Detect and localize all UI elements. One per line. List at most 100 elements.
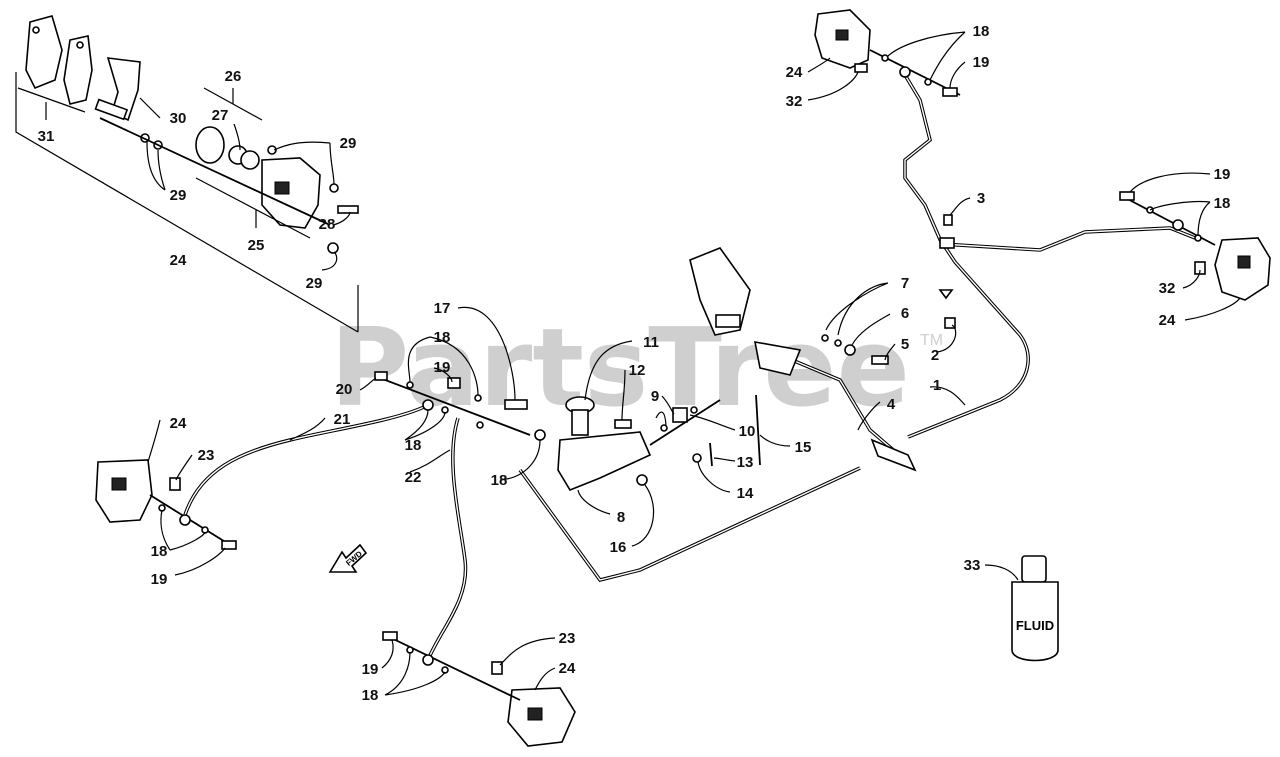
caliper-left <box>95 459 237 550</box>
caliper-right <box>1119 191 1271 301</box>
brake-pedal-arm-inner <box>779 354 906 461</box>
tee-fitting <box>939 237 955 249</box>
lead-15 <box>759 434 791 447</box>
washer-18a <box>406 381 414 389</box>
caliper-top <box>814 9 961 97</box>
fwd-arrow-shape <box>328 543 368 573</box>
callout-7: 7 <box>901 275 909 292</box>
lead-17 <box>457 306 516 401</box>
callout-3: 3 <box>977 190 985 207</box>
banjo-bolt <box>942 87 958 97</box>
banjo-bolt-bottom <box>382 631 398 641</box>
lead-9 <box>661 395 675 415</box>
lead-29c <box>321 251 338 271</box>
lead-6 <box>851 313 891 346</box>
callout-32a: 32 <box>786 93 803 110</box>
callout-33: 33 <box>964 557 981 574</box>
callout-10: 10 <box>739 423 756 440</box>
washer <box>881 54 889 62</box>
banjo-bolt-left <box>221 540 237 550</box>
washer-7 <box>821 334 829 342</box>
hose-22-inner <box>427 417 467 661</box>
lead-16 <box>631 484 655 547</box>
bottle-cap <box>1021 555 1047 583</box>
lead-29a <box>273 141 335 185</box>
caliper-right-piston <box>1237 255 1251 269</box>
callout-19d: 19 <box>1214 166 1231 183</box>
o-ring-29c <box>267 145 277 155</box>
callout-24e: 24 <box>559 660 576 677</box>
callout-18c: 18 <box>491 472 508 489</box>
fitting-18f <box>534 429 546 441</box>
callout-27: 27 <box>212 107 229 124</box>
reservoir-neck <box>571 409 589 436</box>
lead-18a <box>407 336 479 396</box>
callout-17: 17 <box>434 300 451 317</box>
mount-bolt-left <box>169 477 181 491</box>
brake-line-lower-inner <box>519 467 861 581</box>
callout-19a: 19 <box>434 359 451 376</box>
lead-21 <box>289 417 326 441</box>
lead-24b <box>147 419 161 463</box>
callout-21: 21 <box>334 411 351 428</box>
bolt-19a <box>447 377 461 389</box>
caliper-piston <box>195 126 225 164</box>
lead-30 <box>139 97 161 119</box>
assembly-axis <box>99 117 331 226</box>
lead-19c <box>949 61 966 89</box>
piston-seal-2 <box>240 150 260 170</box>
callout-6: 6 <box>901 305 909 322</box>
caliper-top-piston <box>835 29 849 41</box>
mount-bolt <box>854 63 868 73</box>
lead-4 <box>857 401 881 431</box>
lead-24d <box>1184 297 1241 321</box>
lead-12 <box>621 369 626 421</box>
caliper-bracket <box>106 57 141 122</box>
lead-5 <box>884 343 896 361</box>
callout-23b: 23 <box>559 630 576 647</box>
caliper-right-body <box>1214 237 1271 301</box>
brake-pad-inner <box>25 15 63 90</box>
lead-19a <box>433 367 453 383</box>
lead-22 <box>409 449 451 473</box>
callout-9: 9 <box>651 388 659 405</box>
callout-19c: 19 <box>973 54 990 71</box>
callout-5: 5 <box>901 336 909 353</box>
lead-19b <box>174 547 226 576</box>
callout-29b: 29 <box>170 187 187 204</box>
callout-24b: 24 <box>170 415 187 432</box>
bolt-16 <box>636 474 648 486</box>
callout-4: 4 <box>887 396 896 413</box>
fitting-bottom <box>422 654 434 666</box>
lead-9b <box>655 411 667 427</box>
brake-line-upper-inner <box>904 74 943 245</box>
watermark-trademark: TM <box>920 332 943 349</box>
lead-18d <box>160 509 206 551</box>
lead-23b <box>499 637 556 666</box>
bracket-26 <box>203 87 263 121</box>
lead-13 <box>713 457 736 462</box>
washer-6 <box>844 344 856 356</box>
lead-18e <box>887 31 966 81</box>
brake-fluid-bottle: FLUID <box>1011 555 1059 662</box>
clevis-10 <box>672 407 688 423</box>
caliper-bottom-axis <box>384 634 521 701</box>
fitting-right <box>1172 219 1184 231</box>
caliper-bottom-piston <box>527 707 543 721</box>
o-ring-29d <box>329 183 339 193</box>
brake-line-1-inner <box>907 246 1029 438</box>
master-cylinder-body <box>557 431 652 491</box>
bottle-label: FLUID <box>1016 618 1054 633</box>
callout-29c: 29 <box>306 275 323 292</box>
lead-23a <box>175 454 193 481</box>
bolt-5 <box>871 355 889 365</box>
lead-33 <box>984 564 1019 581</box>
brake-pad-outer <box>63 35 93 105</box>
callout-23a: 23 <box>198 447 215 464</box>
callout-30: 30 <box>170 110 187 127</box>
callout-26: 26 <box>225 68 242 85</box>
callout-18e: 18 <box>973 23 990 40</box>
callout-18f: 18 <box>1214 195 1231 212</box>
callout-20: 20 <box>336 381 353 398</box>
